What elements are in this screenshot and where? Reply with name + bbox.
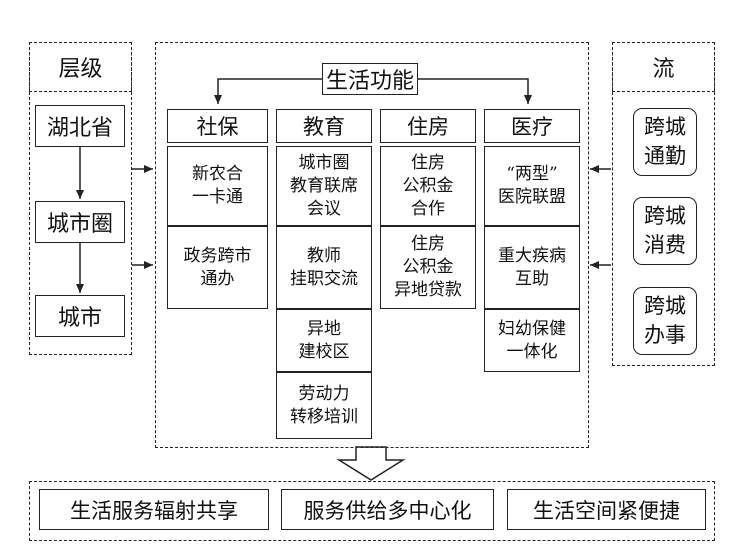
column-header-yiliao: 医疗	[484, 109, 580, 143]
jiaoyu-item-4: 劳动力 转移培训	[276, 372, 372, 439]
shebao-item-2: 政务跨市 通办	[167, 226, 268, 309]
outcome-compact-space: 生活空间紧便捷	[507, 489, 706, 530]
jiaoyu-item-2: 教师 挂职交流	[276, 226, 372, 309]
flow-affairs: 跨城 办事	[633, 287, 697, 355]
title-to-shebao-arrow	[214, 78, 322, 104]
outcome-multi-center: 服务供给多中心化	[281, 489, 494, 530]
outcome-radiation-sharing: 生活服务辐射共享	[39, 489, 269, 530]
shebao-item-1: 新农合 一卡通	[167, 146, 268, 226]
life-function-panel	[155, 42, 589, 448]
zhufang-item-2: 住房 公积金 异地贷款	[380, 226, 476, 309]
yiliao-item-2: 重大疾病 互助	[484, 226, 580, 309]
hierarchy-header-box	[29, 42, 132, 92]
level-city: 城市	[35, 295, 125, 337]
jiaoyu-item-1: 城市圈 教育联席 会议	[276, 146, 372, 226]
zhufang-item-1: 住房 公积金 合作	[380, 146, 476, 226]
level-city-circle: 城市圈	[35, 201, 125, 243]
hierarchy-title: 层级	[58, 57, 103, 82]
flow-commute: 跨城 通勤	[633, 108, 697, 176]
flow-title: 流	[652, 57, 675, 82]
column-header-shebao: 社保	[167, 109, 268, 143]
level-province: 湖北省	[35, 105, 125, 147]
flow-consumption: 跨城 消费	[633, 197, 697, 265]
title-to-yiliao-arrow	[418, 78, 532, 104]
column-header-zhufang: 住房	[380, 109, 476, 143]
outcome-panel	[29, 481, 715, 541]
yiliao-item-3: 妇幼保健 一体化	[484, 309, 580, 372]
jiaoyu-item-3: 异地 建校区	[276, 309, 372, 372]
yiliao-item-1: “两型” 医院联盟	[484, 146, 580, 226]
column-header-jiaoyu: 教育	[276, 109, 372, 143]
flow-header-box	[612, 42, 715, 92]
life-function-title: 生活功能	[322, 63, 418, 95]
outcome-down-arrow	[336, 446, 406, 481]
